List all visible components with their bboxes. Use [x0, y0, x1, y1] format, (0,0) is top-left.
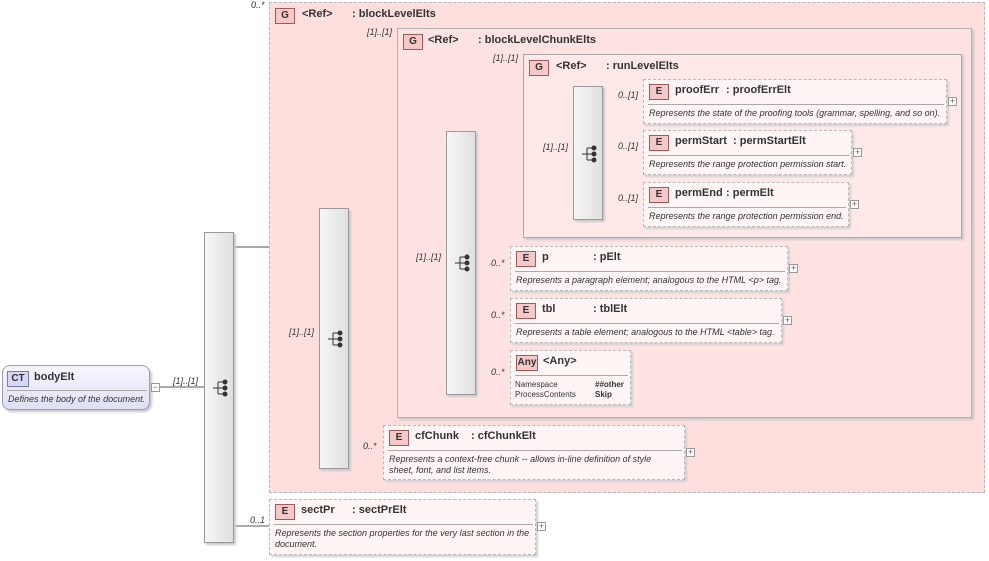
complex-type-badge: CT — [7, 371, 29, 387]
element-sectPr[interactable]: E sectPr : sectPrElt Represents the sect… — [269, 499, 536, 555]
blockLevel-sequence-compositor[interactable] — [319, 208, 349, 469]
blockChunk-sequence-occurrence: [1]..[1] — [416, 252, 442, 262]
element-type: : pElt — [593, 251, 621, 263]
any-process-label: ProcessContents — [515, 390, 576, 399]
runLevel-sequence-compositor[interactable] — [573, 86, 603, 220]
blockLevel-sequence-occurrence: [1]..[1] — [289, 327, 315, 337]
group-blockLevelElts-occurrence: 0..* — [251, 0, 265, 10]
element-badge: E — [649, 135, 669, 151]
any-name: <Any> — [543, 355, 577, 367]
element-permStart[interactable]: E permStart : permStartElt Represents th… — [643, 130, 852, 175]
separator — [274, 524, 533, 525]
element-description: Represents a table element; analogous to… — [516, 327, 775, 337]
tbl-occurrence: 0..* — [491, 310, 505, 320]
element-permEnd[interactable]: E permEnd : permElt Represents the range… — [643, 182, 849, 227]
any-process-value: Skip — [595, 390, 612, 399]
element-badge: E — [389, 430, 409, 446]
sequence-icon — [213, 379, 228, 397]
element-name: permEnd — [675, 187, 723, 199]
group-badge: G — [275, 8, 295, 24]
element-cfChunk[interactable]: E cfChunk : cfChunkElt Represents a cont… — [383, 425, 685, 480]
permEnd-occurrence: 0..[1] — [618, 193, 639, 203]
element-type: : sectPrElt — [352, 504, 407, 516]
separator — [7, 390, 147, 391]
element-badge: E — [649, 84, 669, 100]
element-type: : permElt — [726, 187, 774, 199]
group-ref: <Ref> — [556, 60, 587, 72]
element-type: : proofErrElt — [726, 84, 791, 96]
any-namespace-value: ##other — [595, 380, 624, 389]
proofErr-occurrence: 0..[1] — [618, 90, 639, 100]
expand-sectPr-icon[interactable]: + — [537, 521, 546, 531]
element-name: tbl — [542, 303, 556, 315]
expand-bodyElt-icon[interactable]: − — [151, 382, 160, 392]
element-proofErr[interactable]: E proofErr : proofErrElt Represents the … — [643, 79, 947, 124]
element-name: permStart — [675, 135, 727, 147]
group-name: : blockLevelElts — [352, 8, 436, 20]
separator — [648, 155, 849, 156]
element-p[interactable]: E p : pElt Represents a paragraph elemen… — [510, 246, 788, 291]
expand-cfChunk-icon[interactable]: + — [686, 447, 695, 457]
separator — [648, 104, 944, 105]
element-tbl[interactable]: E tbl : tblElt Represents a table elemen… — [510, 298, 782, 343]
element-type: : permStartElt — [733, 135, 806, 147]
element-badge: E — [516, 303, 536, 319]
element-name: proofErr — [675, 84, 719, 96]
sequence-icon — [328, 330, 343, 348]
element-description: Represents a paragraph element; analogou… — [516, 275, 782, 285]
group-badge: G — [403, 34, 423, 50]
root-sequence-compositor[interactable] — [204, 232, 234, 543]
sequence-icon — [455, 254, 470, 272]
element-description: Represents a context-free chunk -- allow… — [389, 454, 652, 475]
any-namespace-label: Namespace — [515, 380, 558, 389]
complex-type-bodyElt[interactable]: CT bodyElt Defines the body of the docum… — [2, 365, 150, 410]
p-occurrence: 0..* — [491, 258, 505, 268]
element-description: Represents the range protection permissi… — [649, 159, 847, 169]
expand-permStart-icon[interactable]: + — [853, 147, 862, 157]
group-badge: G — [529, 60, 549, 76]
runLevel-sequence-occurrence: [1]..[1] — [543, 142, 569, 152]
cfChunk-occurrence: 0..* — [363, 441, 377, 451]
expand-tbl-icon[interactable]: + — [783, 315, 792, 325]
element-any[interactable]: Any <Any> Namespace ##other ProcessConte… — [510, 350, 631, 405]
blockChunk-sequence-compositor[interactable] — [446, 131, 476, 395]
element-badge: E — [275, 504, 295, 520]
element-type: : tblElt — [593, 303, 628, 315]
any-occurrence: 0..* — [491, 367, 505, 377]
group-name: : blockLevelChunkElts — [478, 34, 596, 46]
group-name: : runLevelElts — [606, 60, 679, 72]
root-sequence-occurrence: [1]..[1] — [173, 376, 199, 386]
element-description: Represents the range protection permissi… — [649, 211, 844, 221]
element-name: p — [542, 251, 549, 263]
expand-proofErr-icon[interactable]: + — [948, 96, 957, 106]
expand-permEnd-icon[interactable]: + — [850, 199, 859, 209]
element-name: sectPr — [301, 504, 335, 516]
group-blockLevelChunkElts-occurrence: [1]..[1] — [367, 27, 393, 37]
separator — [648, 207, 846, 208]
separator — [515, 323, 779, 324]
element-description: Represents the state of the proofing too… — [649, 108, 941, 118]
separator — [515, 271, 785, 272]
complex-type-description: Defines the body of the document. — [8, 394, 146, 404]
sectPr-occurrence: 0..1 — [250, 515, 266, 525]
sequence-icon — [582, 145, 597, 163]
group-runLevelElts-occurrence: [1]..[1] — [493, 53, 519, 63]
element-description: Represents the section properties for th… — [275, 528, 530, 549]
separator — [515, 375, 628, 376]
group-ref: <Ref> — [302, 8, 333, 20]
element-type: : cfChunkElt — [471, 430, 536, 442]
element-name: cfChunk — [415, 430, 459, 442]
any-badge: Any — [516, 355, 538, 371]
element-badge: E — [516, 251, 536, 267]
expand-p-icon[interactable]: + — [789, 263, 798, 273]
complex-type-name: bodyElt — [34, 371, 75, 383]
permStart-occurrence: 0..[1] — [618, 141, 639, 151]
element-badge: E — [649, 187, 669, 203]
separator — [388, 450, 682, 451]
group-ref: <Ref> — [428, 34, 459, 46]
